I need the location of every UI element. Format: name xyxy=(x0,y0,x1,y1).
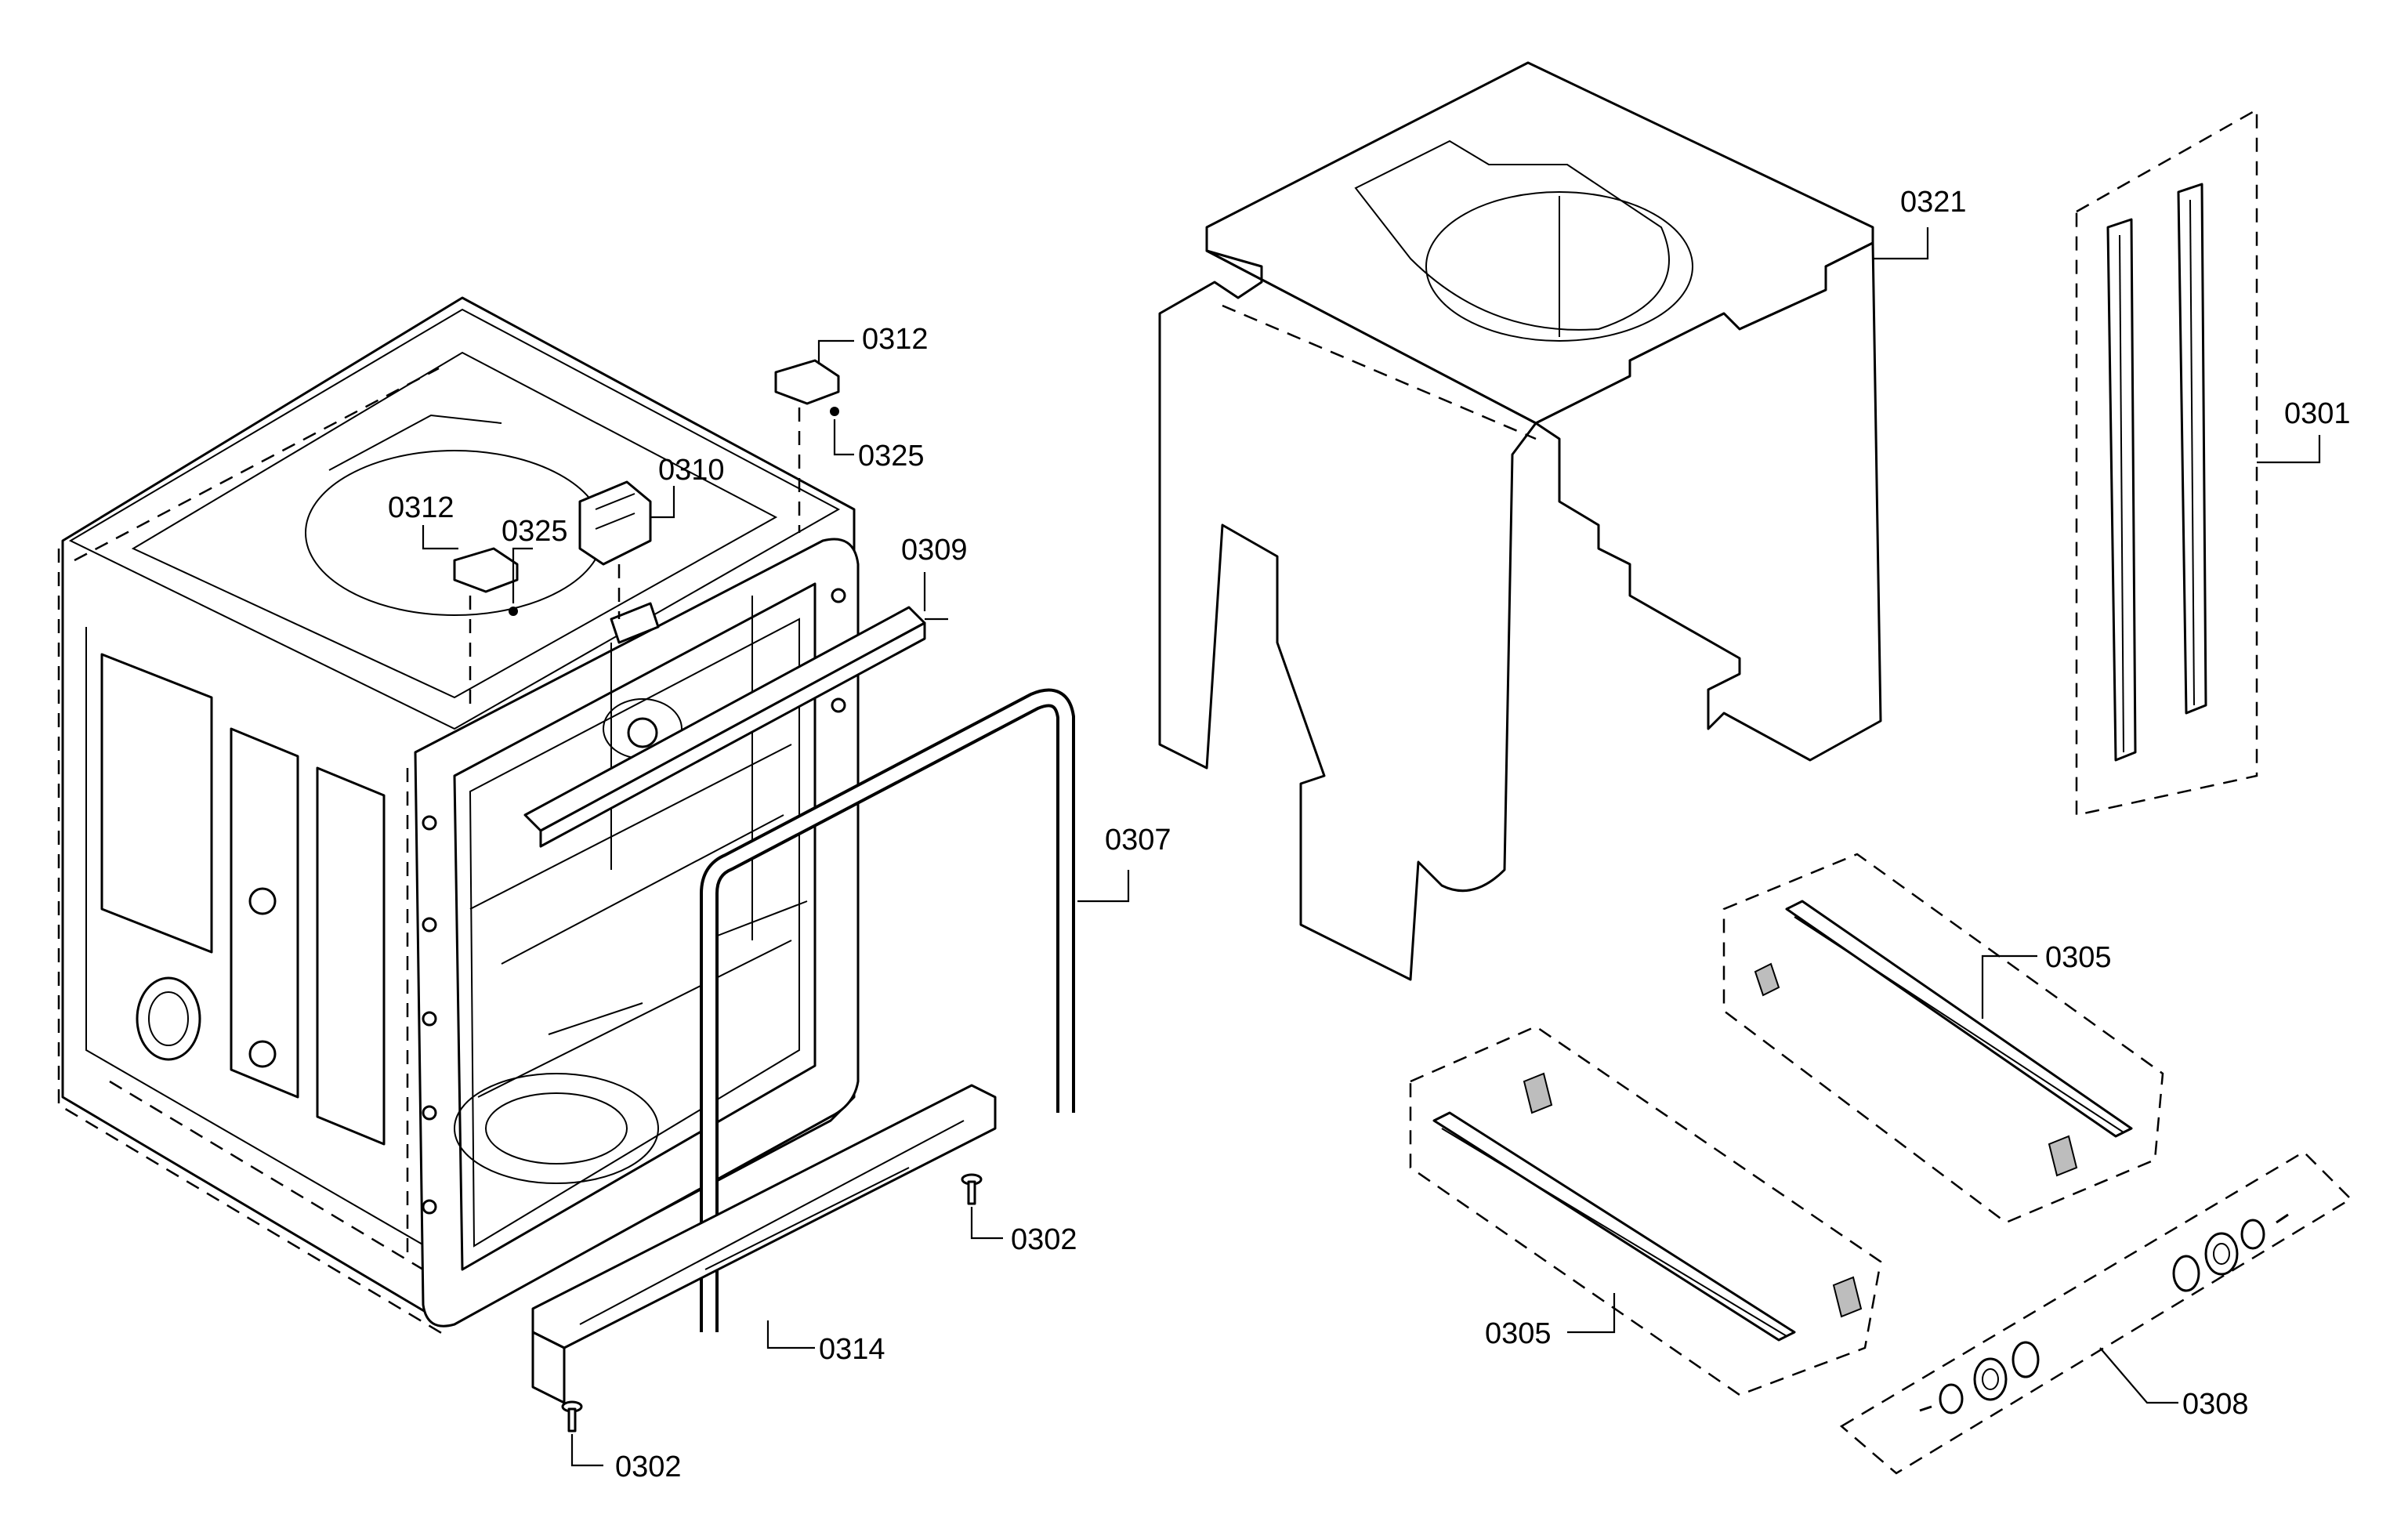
label-0325-lower: 0325 xyxy=(502,515,568,548)
part-0321-insulation: 0321 xyxy=(1158,61,1967,981)
label-0309: 0309 xyxy=(901,534,968,567)
label-0325-upper: 0325 xyxy=(858,440,925,473)
part-0301-side-trims: 0301 xyxy=(2075,107,2351,817)
part-0305-rail-upper: 0305 xyxy=(1722,853,2164,1224)
part-0307-gasket: 0307 xyxy=(700,688,1171,1332)
label-0302-bottom: 0302 xyxy=(615,1451,682,1483)
part-0305-rail-lower: 0305 xyxy=(1409,1025,1882,1396)
label-0301: 0301 xyxy=(2284,397,2351,430)
part-0302-screw-right: 0302 xyxy=(961,1173,1077,1256)
label-0312-upper: 0312 xyxy=(862,323,929,356)
label-0312-lower: 0312 xyxy=(388,491,454,524)
label-0307: 0307 xyxy=(1105,824,1171,857)
label-0314: 0314 xyxy=(819,1333,885,1366)
label-0310: 0310 xyxy=(658,454,725,487)
part-0309-rail: 0309 xyxy=(523,534,968,848)
part-0312-clip-lower: 0312 0325 xyxy=(388,491,568,705)
part-0312-clip-upper: 0312 0325 xyxy=(774,323,929,533)
label-0321: 0321 xyxy=(1900,186,1967,219)
tub-assembly xyxy=(57,296,860,1338)
part-0302-screw-bottom: 0302 xyxy=(561,1400,682,1483)
label-0305-upper: 0305 xyxy=(2045,941,2112,974)
part-0308-wheel-kit: 0308 xyxy=(1839,1150,2353,1475)
frame-bolts xyxy=(422,588,846,1215)
label-0308: 0308 xyxy=(2182,1388,2249,1421)
label-0302-right: 0302 xyxy=(1011,1223,1077,1256)
part-0310-bracket: 0310 xyxy=(578,454,725,644)
label-0305-lower: 0305 xyxy=(1485,1317,1552,1350)
